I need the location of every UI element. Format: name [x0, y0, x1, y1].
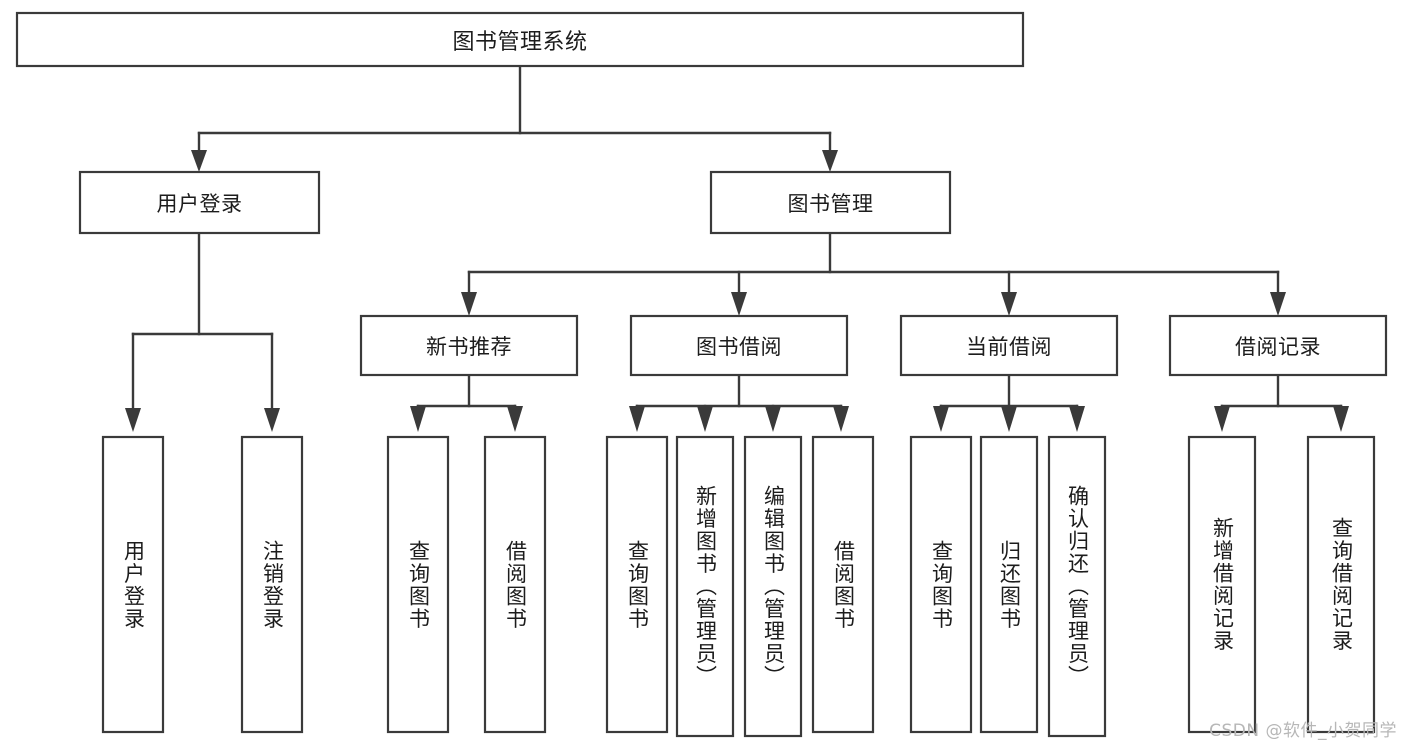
connector-group-borrow-record [1214, 373, 1349, 432]
node-box-leaf-query-book-1[interactable] [386, 435, 450, 734]
arrow-head-leaf-user-login [125, 408, 141, 432]
arrow-head-nb-leaf2 [507, 406, 523, 432]
arrow-head-nb-leaf1 [410, 406, 426, 432]
arrow-head-user-login [191, 150, 207, 172]
arrow-head-br-leaf2 [1333, 406, 1349, 432]
arrow-head-bb-leaf3 [765, 406, 781, 432]
node-box-leaf-query-book-3[interactable] [909, 435, 973, 734]
node-box-current-borrow[interactable] [899, 314, 1119, 377]
node-box-book-management[interactable] [709, 170, 952, 235]
node-box-leaf-user-login[interactable] [101, 435, 165, 734]
node-box-leaf-edit-book[interactable] [743, 435, 803, 738]
node-box-borrow-record[interactable] [1168, 314, 1388, 377]
arrow-head-borrow-record [1270, 292, 1286, 316]
arrow-head-br-leaf1 [1214, 406, 1230, 432]
node-box-leaf-add-book[interactable] [675, 435, 735, 738]
node-box-leaf-logout[interactable] [240, 435, 304, 734]
node-box-leaf-add-record[interactable] [1187, 435, 1257, 734]
arrow-head-current-borrow [1001, 292, 1017, 316]
arrow-head-book-mgmt [822, 150, 838, 172]
arrow-head-cb-leaf2 [1001, 406, 1017, 432]
connector-group-current-borrow [933, 373, 1085, 432]
node-box-leaf-query-book-2[interactable] [605, 435, 669, 734]
arrow-head-bb-leaf4 [833, 406, 849, 432]
node-box-leaf-query-record[interactable] [1306, 435, 1376, 734]
connector-group-book-mgmt [461, 231, 1286, 316]
connector-group-user-login [125, 231, 280, 432]
node-box-user-login[interactable] [78, 170, 321, 235]
node-box-new-book-recommend[interactable] [359, 314, 579, 377]
connector-group-new-book [410, 373, 523, 432]
node-box-leaf-borrow-book-1[interactable] [483, 435, 547, 734]
arrow-head-book-borrow [731, 292, 747, 316]
arrow-head-cb-leaf3 [1069, 406, 1085, 432]
connector-group-root [191, 64, 838, 172]
node-box-leaf-return-book[interactable] [979, 435, 1039, 734]
arrow-head-new-book [461, 292, 477, 316]
arrow-head-bb-leaf1 [629, 406, 645, 432]
arrow-head-leaf-logout [264, 408, 280, 432]
arrow-head-cb-leaf1 [933, 406, 949, 432]
node-box-root[interactable] [15, 11, 1025, 68]
node-box-book-borrow[interactable] [629, 314, 849, 377]
node-box-leaf-confirm-return[interactable] [1047, 435, 1107, 738]
node-box-leaf-borrow-book-2[interactable] [811, 435, 875, 734]
arrow-head-bb-leaf2 [697, 406, 713, 432]
connector-group-book-borrow [629, 373, 849, 432]
